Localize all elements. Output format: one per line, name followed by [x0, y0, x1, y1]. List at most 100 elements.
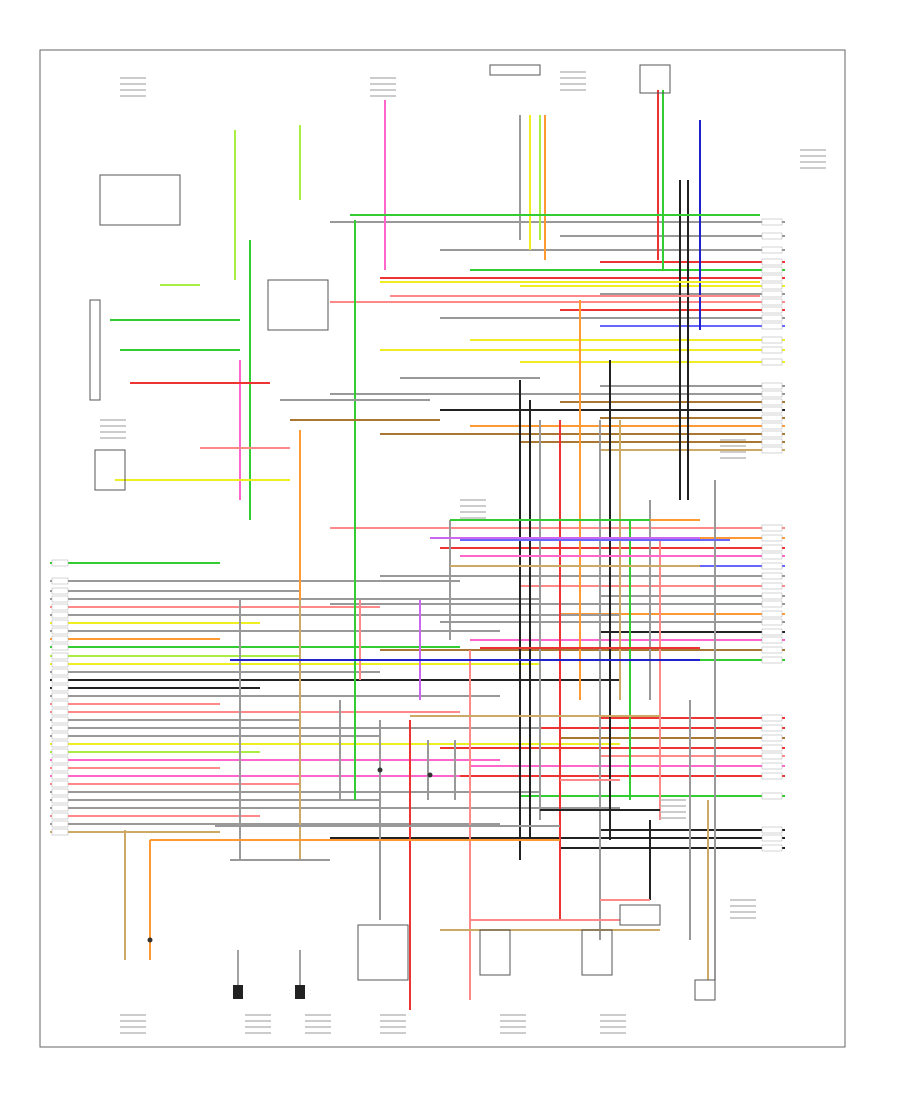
ecm-pin	[761, 600, 783, 608]
ecm-pin	[761, 246, 783, 254]
splice-dot	[147, 937, 153, 943]
ecm-pin	[761, 406, 783, 414]
ecm-pin	[761, 646, 783, 654]
ecm-pin	[761, 734, 783, 742]
ecm-pin	[761, 636, 783, 644]
diagram-frame	[39, 49, 846, 1048]
left-connector-pin	[51, 692, 69, 700]
component-box	[94, 449, 126, 491]
ecm-pin	[761, 656, 783, 664]
sensor-plug	[295, 985, 305, 999]
left-connector-pin	[51, 732, 69, 740]
ecm-pin	[761, 430, 783, 438]
left-connector-pin	[51, 595, 69, 603]
left-connector-pin	[51, 700, 69, 708]
ecm-pin	[761, 618, 783, 626]
ecm-pin	[761, 382, 783, 390]
ecm-pin	[761, 752, 783, 760]
left-connector-pin	[51, 627, 69, 635]
component-box	[619, 904, 661, 926]
left-connector-pin	[51, 828, 69, 836]
ecm-pin	[761, 322, 783, 330]
ecm-pin	[761, 592, 783, 600]
sensor-plug	[233, 985, 243, 999]
component-box	[489, 64, 541, 76]
component-box	[479, 929, 511, 976]
component-box	[89, 299, 101, 401]
connector-pin-layer	[51, 218, 783, 852]
ecm-pin	[761, 266, 783, 274]
left-connector-pin	[51, 635, 69, 643]
left-connector-pin	[51, 804, 69, 812]
left-connector-pin	[51, 740, 69, 748]
ecm-pin	[761, 314, 783, 322]
ecm-pin	[761, 572, 783, 580]
left-connector-pin	[51, 796, 69, 804]
ecm-pin	[761, 282, 783, 290]
left-connector-pin	[51, 643, 69, 651]
ecm-pin	[761, 834, 783, 842]
component-box	[694, 979, 716, 1001]
left-connector-pin	[51, 716, 69, 724]
ecm-pin	[761, 438, 783, 446]
left-connector-pin	[51, 724, 69, 732]
ecm-pin	[761, 844, 783, 852]
ecm-pin	[761, 422, 783, 430]
ecm-pin	[761, 358, 783, 366]
ecm-pin	[761, 346, 783, 354]
left-connector-pin	[51, 652, 69, 660]
component-box	[639, 64, 671, 94]
component-box	[581, 929, 613, 976]
component-box	[99, 174, 181, 226]
component-box	[357, 924, 409, 981]
ecm-pin	[761, 306, 783, 314]
left-connector-pin	[51, 619, 69, 627]
ecm-pin	[761, 772, 783, 780]
ecm-pin	[761, 628, 783, 636]
left-connector-pin	[51, 611, 69, 619]
ecm-pin	[761, 446, 783, 454]
ecm-pin	[761, 826, 783, 834]
left-connector-pin	[51, 603, 69, 611]
ecm-pin	[761, 792, 783, 800]
left-connector-pin	[51, 748, 69, 756]
splice-dot	[427, 772, 433, 778]
left-connector-pin	[51, 668, 69, 676]
ecm-pin	[761, 582, 783, 590]
left-connector-pin	[51, 577, 69, 585]
ecm-pin	[761, 414, 783, 422]
left-connector-pin	[51, 684, 69, 692]
left-connector-pin	[51, 812, 69, 820]
ecm-pin	[761, 744, 783, 752]
ecm-pin	[761, 390, 783, 398]
ecm-pin	[761, 232, 783, 240]
ecm-pin	[761, 562, 783, 570]
ecm-pin	[761, 258, 783, 266]
ecm-pin	[761, 714, 783, 722]
ecm-pin	[761, 552, 783, 560]
ecm-pin	[761, 336, 783, 344]
left-connector-pin	[51, 764, 69, 772]
wire-layer	[50, 90, 785, 1010]
splice-dot	[377, 767, 383, 773]
left-connector-pin	[51, 676, 69, 684]
ecm-pin	[761, 524, 783, 532]
ecm-pin	[761, 610, 783, 618]
left-connector-pin	[51, 788, 69, 796]
ecm-pin	[761, 218, 783, 226]
left-connector-pin	[51, 559, 69, 567]
ecm-pin	[761, 290, 783, 298]
left-connector-pin	[51, 587, 69, 595]
left-connector-pin	[51, 660, 69, 668]
left-connector-pin	[51, 780, 69, 788]
left-connector-pin	[51, 772, 69, 780]
ecm-pin	[761, 274, 783, 282]
component-box	[267, 279, 329, 331]
ecm-pin	[761, 298, 783, 306]
ecm-pin	[761, 398, 783, 406]
ecm-pin	[761, 724, 783, 732]
left-connector-pin	[51, 756, 69, 764]
left-connector-pin	[51, 708, 69, 716]
ecm-pin	[761, 534, 783, 542]
